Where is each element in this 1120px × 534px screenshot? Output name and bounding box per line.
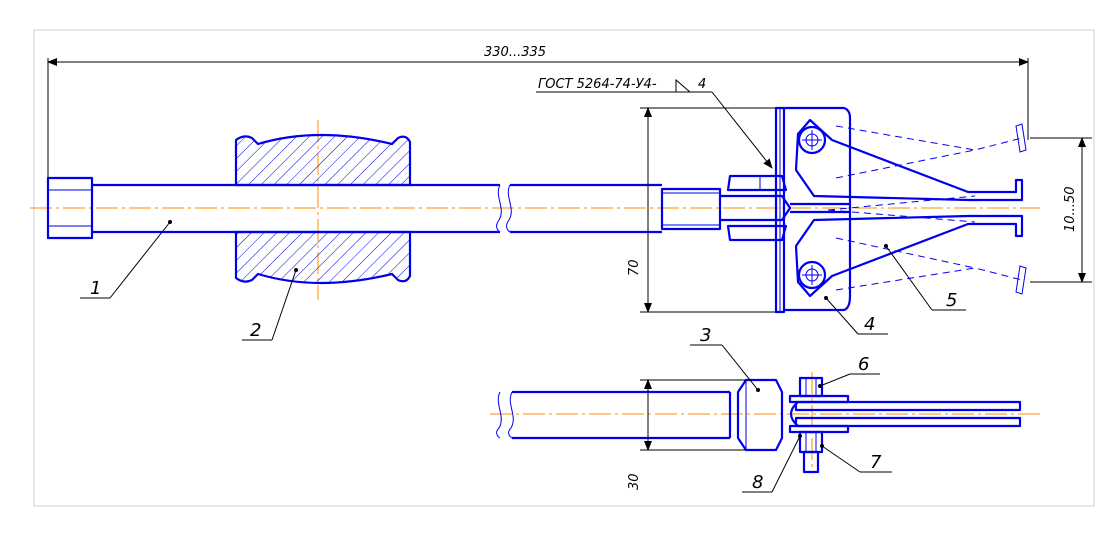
- callout-5: 5: [946, 290, 957, 311]
- callout-2: 2: [250, 320, 261, 341]
- callout-7: 7: [870, 452, 882, 473]
- callout-3: 3: [700, 325, 711, 346]
- callout-8: 8: [752, 472, 763, 493]
- bracket-housing-part-4: [784, 106, 852, 312]
- mounting-plate: [774, 106, 786, 314]
- dimension-30: [640, 379, 746, 451]
- weld-leg-label: 4: [698, 77, 706, 92]
- callout-1: 1: [90, 278, 101, 299]
- callout-leaders: [80, 220, 966, 493]
- top-view: [30, 106, 1040, 314]
- lower-jaw: [794, 214, 1024, 298]
- bolt-head-part-6: [798, 376, 824, 398]
- height-30-label: 30: [627, 473, 642, 490]
- side-view: [490, 372, 1040, 474]
- collar-part-3: [736, 378, 784, 452]
- dimension-10-50: [1030, 137, 1092, 283]
- jaw-open-position-phantom: [827, 123, 1027, 295]
- weld-leader: [536, 78, 773, 169]
- height-70-label: 70: [627, 259, 642, 276]
- hex-head: [46, 176, 94, 240]
- cone-bushing: [720, 174, 792, 242]
- nut-part-7: [798, 430, 824, 474]
- callout-4: 4: [864, 314, 875, 335]
- overall-length-label: 330...335: [484, 45, 546, 60]
- upper-jaw: [794, 118, 1024, 202]
- weld-note-label: ГОСТ 5264-74-У4-: [538, 77, 657, 92]
- side-rod: [496, 390, 732, 440]
- section-nut-part-2: [234, 133, 412, 285]
- dimension-overall: [47, 58, 1029, 178]
- dimension-70: [640, 107, 776, 313]
- callout-6: 6: [858, 354, 869, 375]
- drawing-frame: [33, 29, 1095, 507]
- threaded-end: [660, 187, 722, 231]
- jaw-opening-label: 10...50: [1063, 187, 1078, 232]
